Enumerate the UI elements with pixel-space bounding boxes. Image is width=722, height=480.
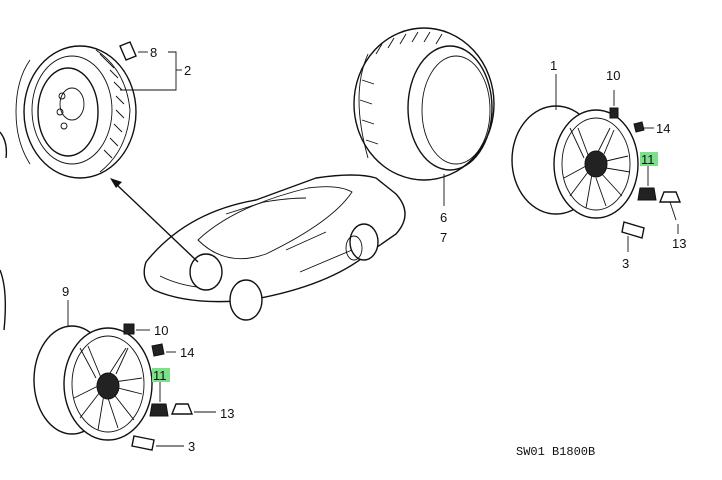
label-10-left: 10	[154, 323, 168, 338]
label-1: 1	[550, 58, 557, 73]
part-11-right[interactable]	[637, 166, 657, 201]
label-13-right: 13	[672, 236, 686, 251]
pointer-arrow	[110, 178, 199, 263]
leader-8-2	[120, 51, 182, 91]
tire-assembly-front-left[interactable]	[15, 45, 137, 179]
car-outline	[143, 174, 406, 321]
part-10-right[interactable]	[609, 90, 619, 119]
part-14-left[interactable]	[151, 343, 176, 357]
label-11-left: 11	[153, 368, 167, 383]
label-3-right: 3	[622, 256, 629, 271]
part-8-shape[interactable]	[119, 41, 137, 61]
label-14-left: 14	[180, 345, 194, 360]
part-3-left[interactable]	[131, 435, 184, 451]
highlight-11-left	[152, 368, 170, 382]
label-7: 7	[440, 230, 447, 245]
wheel-front-right[interactable]	[511, 105, 639, 219]
label-13-left: 13	[220, 406, 234, 421]
highlight-11-right	[640, 152, 658, 166]
part-10-left[interactable]	[123, 323, 150, 335]
label-6: 6	[440, 210, 447, 225]
label-2: 2	[184, 63, 191, 78]
tire-rear[interactable]	[353, 27, 495, 181]
part-3-right[interactable]	[621, 221, 645, 252]
label-11-right: 11	[641, 152, 655, 167]
label-10-right: 10	[606, 68, 620, 83]
part-14-right[interactable]	[633, 121, 654, 133]
partial-tire-left-edge	[0, 131, 8, 331]
part-13-right[interactable]	[658, 191, 682, 234]
part-11-left[interactable]	[149, 382, 169, 417]
label-8: 8	[150, 45, 157, 60]
label-3-left: 3	[188, 439, 195, 454]
label-9: 9	[62, 284, 69, 299]
diagram-code: SW01 B1800B	[516, 445, 595, 459]
part-13-left[interactable]	[170, 403, 216, 415]
wheel-rear-left[interactable]	[33, 325, 153, 441]
label-14-right: 14	[656, 121, 670, 136]
